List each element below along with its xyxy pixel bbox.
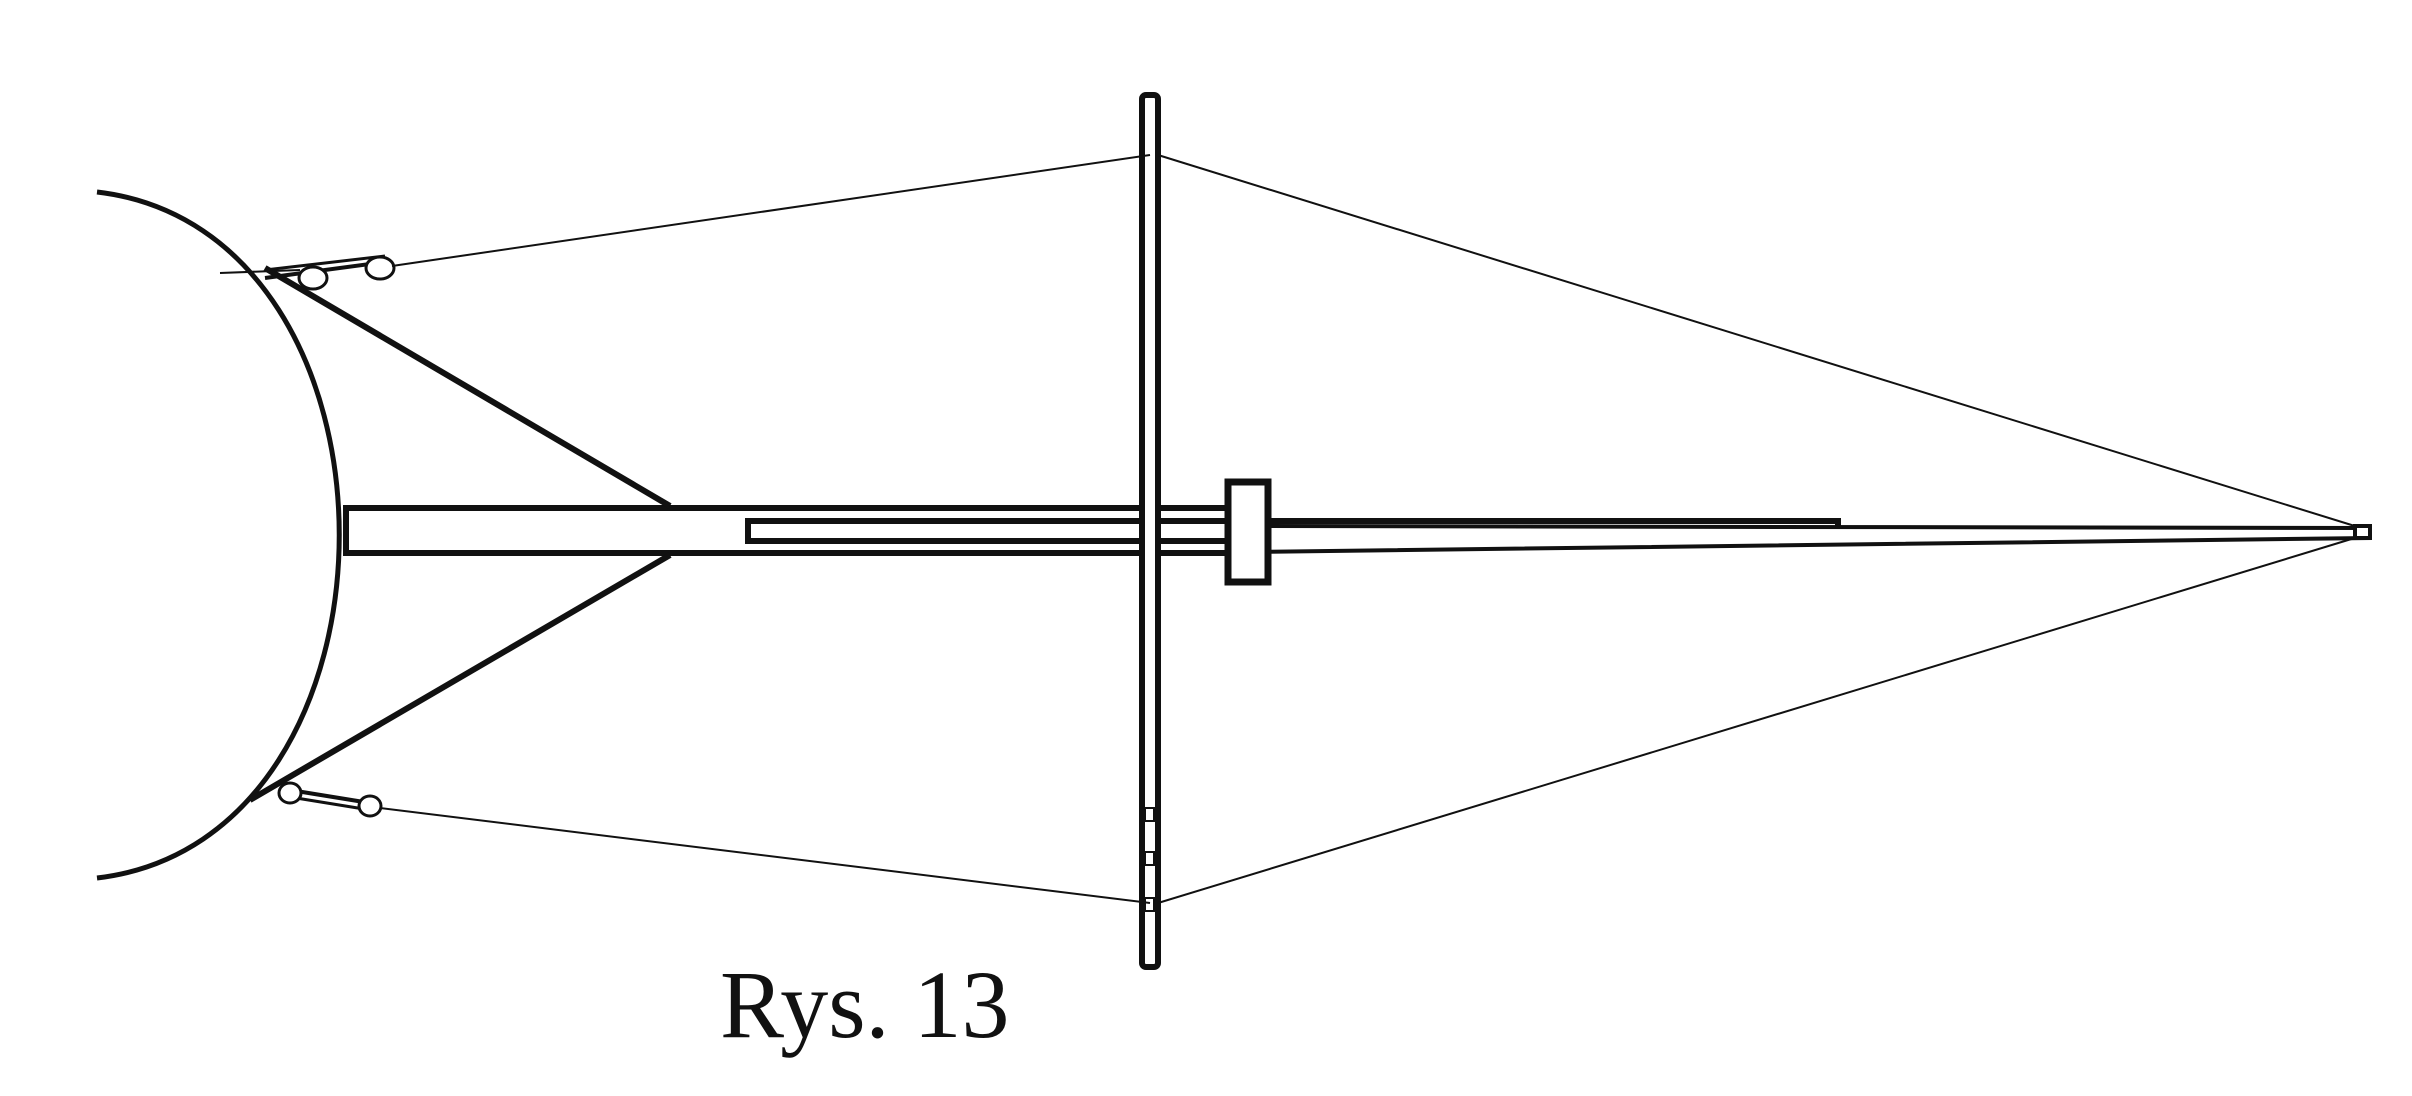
lower-fitting-rod xyxy=(289,788,371,805)
lower-brace xyxy=(379,807,1151,904)
spritsail-yard xyxy=(1139,92,1161,970)
bowsprit-shroud-lower xyxy=(248,552,672,803)
yard-hole-2 xyxy=(1144,851,1155,866)
lower-block-2 xyxy=(357,794,383,818)
upper-fitting-rod-2 xyxy=(264,254,386,272)
upper-block-1 xyxy=(297,265,329,291)
hull-bow-curve xyxy=(96,189,342,881)
flying-jib-boom xyxy=(1244,523,2372,555)
lower-block-1 xyxy=(277,781,303,805)
boom-tip xyxy=(2353,524,2372,540)
upper-block-2 xyxy=(364,255,396,281)
upper-fitting-rod xyxy=(264,260,386,280)
bowsprit-shroud-upper xyxy=(263,265,672,509)
upper-guide-line xyxy=(219,269,301,274)
yard-hole-3 xyxy=(1144,897,1155,912)
upper-stay xyxy=(1157,154,2359,528)
yard-hole-1 xyxy=(1144,807,1155,822)
lower-stay xyxy=(1157,536,2359,904)
upper-brace xyxy=(391,154,1151,267)
boom-cap xyxy=(1224,478,1272,586)
lower-fitting-rod-2 xyxy=(289,795,371,812)
figure-caption: Rys. 13 xyxy=(720,951,1010,1058)
